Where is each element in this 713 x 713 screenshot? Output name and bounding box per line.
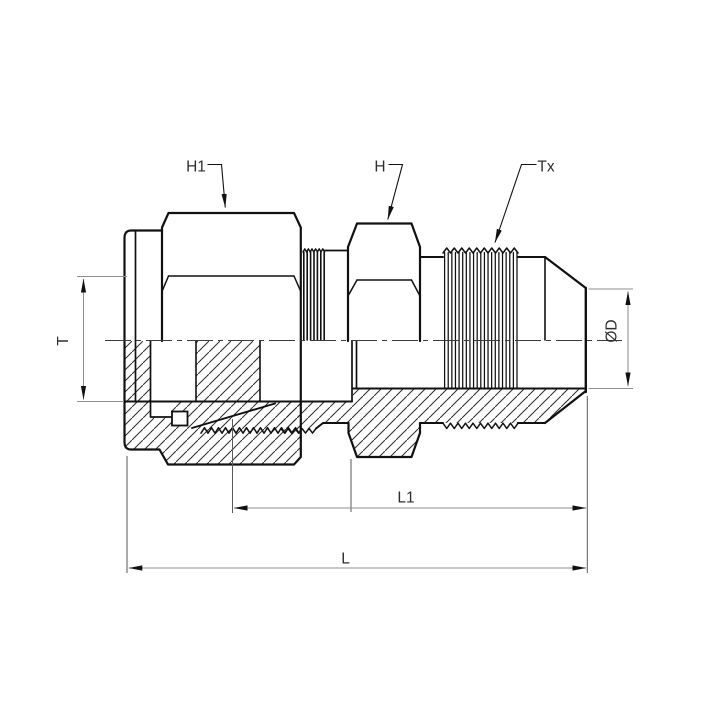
leader-h1 [207, 163, 227, 208]
ferrule-sleeve-fill [196, 341, 260, 401]
dimension-l: L [126, 456, 587, 573]
cavity-edge [149, 340, 172, 418]
label-h: H [374, 159, 385, 176]
nose-cone [543, 255, 587, 394]
body-bottom-zigzag [280, 427, 317, 434]
body-bottom-step [315, 422, 350, 430]
nut-section-outline [123, 339, 302, 466]
dimension-l1: L1 [232, 396, 588, 573]
section-outlines [123, 339, 587, 466]
cavity-notch [150, 401, 171, 417]
label-l: L [341, 551, 350, 568]
hex-nut-h1 [160, 211, 302, 343]
hex-h-section-outline [347, 421, 422, 459]
hex-nut-h [346, 222, 422, 343]
ferrule-wedge [191, 402, 276, 429]
label-tx: Tx [537, 159, 554, 176]
thread-tx-lines [443, 251, 518, 389]
leader-callouts [207, 163, 537, 243]
dimension-d: ØD [588, 288, 633, 390]
dimension-t: T [55, 275, 127, 403]
label-l1: L1 [397, 490, 414, 507]
label-d: ØD [604, 319, 621, 342]
label-t: T [55, 336, 72, 346]
cone-bottom-edge [543, 389, 587, 425]
thread-tx-bottom-zigzag [442, 422, 519, 430]
ferrule-ring-section [171, 410, 189, 427]
leader-h [387, 163, 404, 220]
ferrule-sleeve-edges [195, 340, 261, 402]
tube-serration-lines [302, 251, 326, 341]
leader-tx [494, 163, 537, 243]
label-h1: H1 [186, 159, 206, 176]
